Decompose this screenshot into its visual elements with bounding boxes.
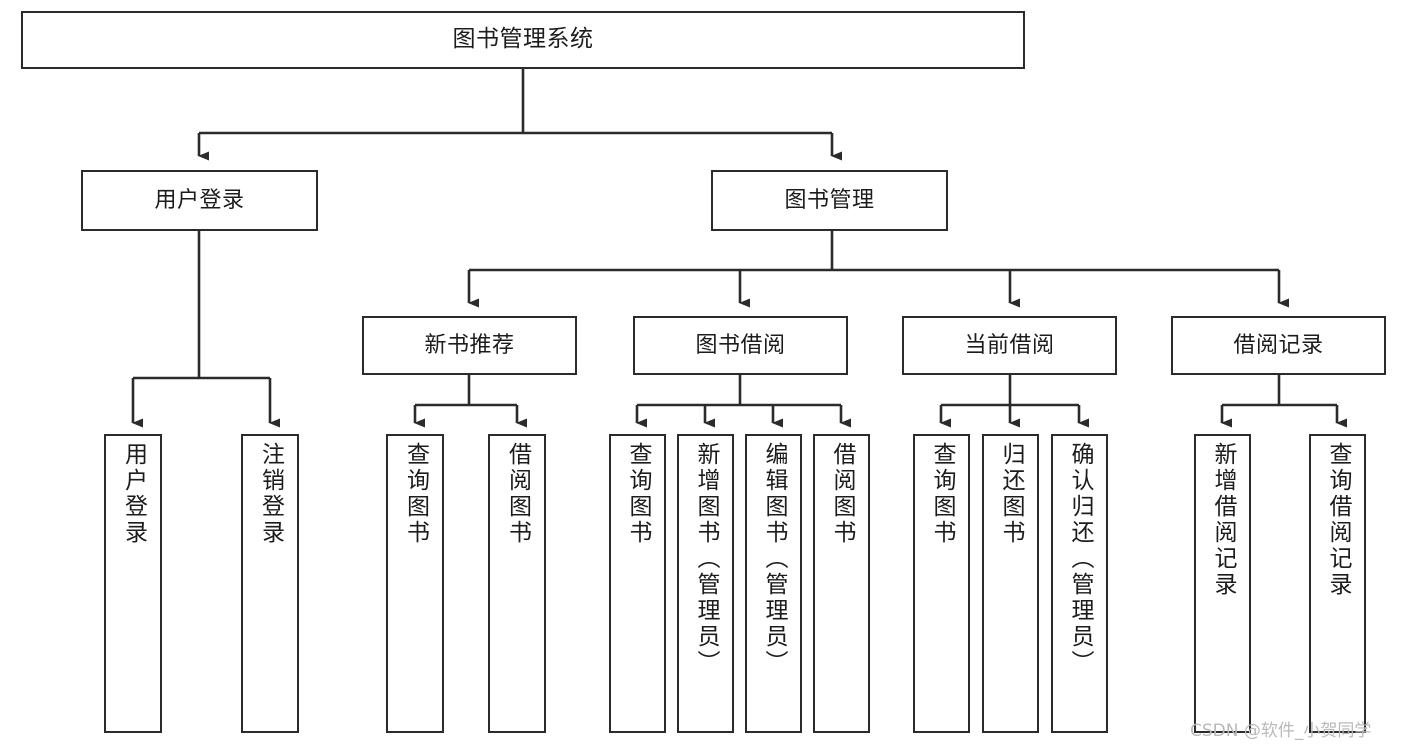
leaf-new-book-borrow-book[interactable]: 借阅图书 <box>488 434 546 733</box>
leaf-confirm-return-admin[interactable]: 确认归还（管理员） <box>1051 434 1108 733</box>
node-label: 查询借阅记录 <box>1325 442 1351 598</box>
node-current-borrowing[interactable]: 当前借阅 <box>902 316 1117 375</box>
node-new-book-recommendation[interactable]: 新书推荐 <box>362 316 577 375</box>
leaf-return-book[interactable]: 归还图书 <box>982 434 1039 733</box>
node-label: 借阅记录 <box>1233 332 1324 358</box>
leaf-query-borrow-record[interactable]: 查询借阅记录 <box>1309 434 1366 733</box>
leaf-edit-book-admin[interactable]: 编辑图书（管理员） <box>745 434 802 733</box>
node-label: 当前借阅 <box>964 332 1055 358</box>
node-label: 编辑图书（管理员） <box>761 442 787 676</box>
node-label: 图书管理 <box>784 187 875 213</box>
node-label: 新增借阅记录 <box>1210 442 1236 598</box>
node-label: 图书借阅 <box>695 332 786 358</box>
node-borrow-records[interactable]: 借阅记录 <box>1171 316 1386 375</box>
node-label: 查询图书 <box>402 442 429 546</box>
node-label: 新书推荐 <box>424 332 515 358</box>
node-book-borrowing[interactable]: 图书借阅 <box>633 316 848 375</box>
node-label: 借阅图书 <box>829 442 855 546</box>
leaf-borrow-query-book[interactable]: 查询图书 <box>609 434 666 733</box>
node-user-login[interactable]: 用户登录 <box>81 170 318 231</box>
node-label: 注销登录 <box>257 442 284 546</box>
leaf-user-login[interactable]: 用户登录 <box>104 434 162 733</box>
leaf-logout[interactable]: 注销登录 <box>241 434 299 733</box>
csdn-watermark: CSDN @软件_小贺同学 <box>1190 721 1372 741</box>
node-label: 归还图书 <box>998 442 1024 546</box>
node-book-management[interactable]: 图书管理 <box>711 170 948 231</box>
node-label: 查询图书 <box>929 442 955 546</box>
node-label: 新增图书（管理员） <box>693 442 719 676</box>
node-root-book-management-system[interactable]: 图书管理系统 <box>21 11 1025 69</box>
leaf-new-book-query-book[interactable]: 查询图书 <box>386 434 444 733</box>
node-label: 用户登录 <box>120 442 147 546</box>
node-label: 查询图书 <box>625 442 651 546</box>
leaf-borrow-book[interactable]: 借阅图书 <box>813 434 870 733</box>
node-label: 图书管理系统 <box>452 26 594 53</box>
leaf-add-borrow-record[interactable]: 新增借阅记录 <box>1194 434 1251 733</box>
leaf-current-query-book[interactable]: 查询图书 <box>913 434 970 733</box>
node-label: 用户登录 <box>154 187 245 213</box>
leaf-add-book-admin[interactable]: 新增图书（管理员） <box>677 434 734 733</box>
node-label: 确认归还（管理员） <box>1067 442 1093 676</box>
node-label: 借阅图书 <box>504 442 531 546</box>
